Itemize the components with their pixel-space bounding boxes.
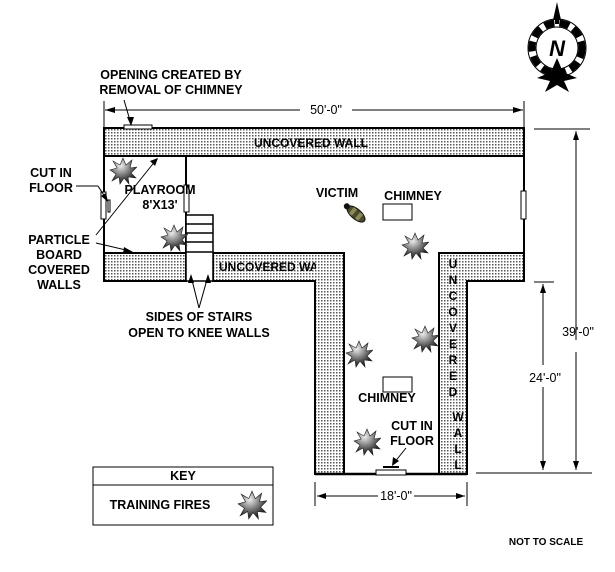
svg-text:W: W: [452, 410, 464, 424]
window-right: [520, 190, 527, 220]
key-title: KEY: [170, 469, 196, 483]
wall-left-bottom: [103, 252, 187, 282]
not-to-scale-note: NOT TO SCALE: [509, 537, 584, 548]
stairs: [185, 214, 214, 282]
chimney-opening: [123, 124, 153, 130]
chimney-top: [382, 203, 413, 221]
svg-text:PARTICLE: PARTICLE: [28, 233, 90, 247]
svg-text:U: U: [449, 257, 458, 271]
svg-text:REMOVAL OF CHIMNEY: REMOVAL OF CHIMNEY: [99, 83, 243, 97]
svg-text:V: V: [449, 321, 457, 335]
svg-text:A: A: [454, 426, 463, 440]
wall-middle-label: UNCOVERED WALL: [219, 260, 333, 274]
wall-wing-left: [314, 280, 345, 475]
cut-in-floor-bottom: [375, 469, 407, 476]
note-opening: OPENING CREATED BY REMOVAL OF CHIMNEY: [99, 68, 243, 126]
svg-text:FLOOR: FLOOR: [29, 181, 73, 195]
svg-text:O: O: [448, 305, 457, 319]
svg-text:CUT IN: CUT IN: [391, 419, 433, 433]
cut-in-floor-left: [100, 191, 107, 220]
compass-letter: N: [549, 36, 566, 61]
svg-text:N: N: [449, 273, 458, 287]
note-cut-in-floor-left: CUT IN FLOOR: [29, 166, 108, 202]
svg-text:COVERED: COVERED: [28, 263, 90, 277]
svg-text:E: E: [449, 369, 457, 383]
svg-text:OPENING CREATED BY: OPENING CREATED BY: [100, 68, 242, 82]
wall-top-label: UNCOVERED WALL: [254, 136, 368, 150]
playroom: PLAYROOM 8'X13': [104, 156, 196, 281]
fire-burst-icon: [353, 428, 381, 456]
dimension-width-total: 50'-0": [103, 101, 525, 128]
svg-text:R: R: [449, 353, 458, 367]
victim-label: VICTIM: [316, 186, 358, 200]
compass-north-arrow-icon: N: [527, 2, 587, 92]
legend-key: KEY TRAINING FIRES: [92, 466, 274, 526]
svg-text:FLOOR: FLOOR: [390, 434, 434, 448]
dim-label-39: 39'-0": [562, 325, 594, 339]
note-cut-in-floor-bottom: CUT IN FLOOR: [390, 419, 434, 466]
victim-icon: [343, 203, 366, 223]
svg-text:SIDES OF STAIRS: SIDES OF STAIRS: [146, 310, 253, 324]
chimney-bottom-label: CHIMNEY: [358, 391, 416, 405]
wall-top-uncovered: [103, 127, 525, 157]
key-item-label: TRAINING FIRES: [110, 498, 211, 512]
dim-label-24: 24'-0": [529, 371, 561, 385]
fire-burst-icon: [160, 224, 188, 252]
svg-text:CUT IN: CUT IN: [30, 166, 72, 180]
svg-text:D: D: [449, 385, 458, 399]
dim-label-18: 18'-0": [380, 489, 412, 503]
playroom-name: PLAYROOM: [124, 183, 195, 197]
dimension-wing-height: 24'-0": [529, 281, 561, 470]
note-stairs: SIDES OF STAIRS OPEN TO KNEE WALLS: [128, 274, 270, 340]
fire-burst-icon: [411, 325, 439, 353]
chimney-bottom: [382, 376, 413, 393]
svg-text:C: C: [449, 289, 458, 303]
svg-text:E: E: [449, 337, 457, 351]
fire-burst-icon: [345, 340, 373, 368]
svg-text:BOARD: BOARD: [36, 248, 82, 262]
fire-burst-icon: [109, 157, 137, 185]
svg-text:L: L: [454, 442, 461, 456]
dim-label-50: 50'-0": [310, 103, 342, 117]
fire-burst-icon: [401, 232, 429, 260]
chimney-top-label: CHIMNEY: [384, 189, 442, 203]
svg-text:OPEN TO KNEE WALLS: OPEN TO KNEE WALLS: [128, 326, 269, 340]
dimension-height-total: 39'-0": [534, 128, 594, 470]
wall-right-vertical-label: U N C O V E R E D W A L L: [448, 257, 464, 472]
playroom-size: 8'X13': [142, 198, 177, 212]
note-particle-board: PARTICLE BOARD COVERED WALLS: [28, 158, 158, 292]
svg-text:WALLS: WALLS: [37, 278, 81, 292]
svg-text:L: L: [454, 458, 461, 472]
dimension-wing-width: 18'-0": [314, 482, 468, 506]
